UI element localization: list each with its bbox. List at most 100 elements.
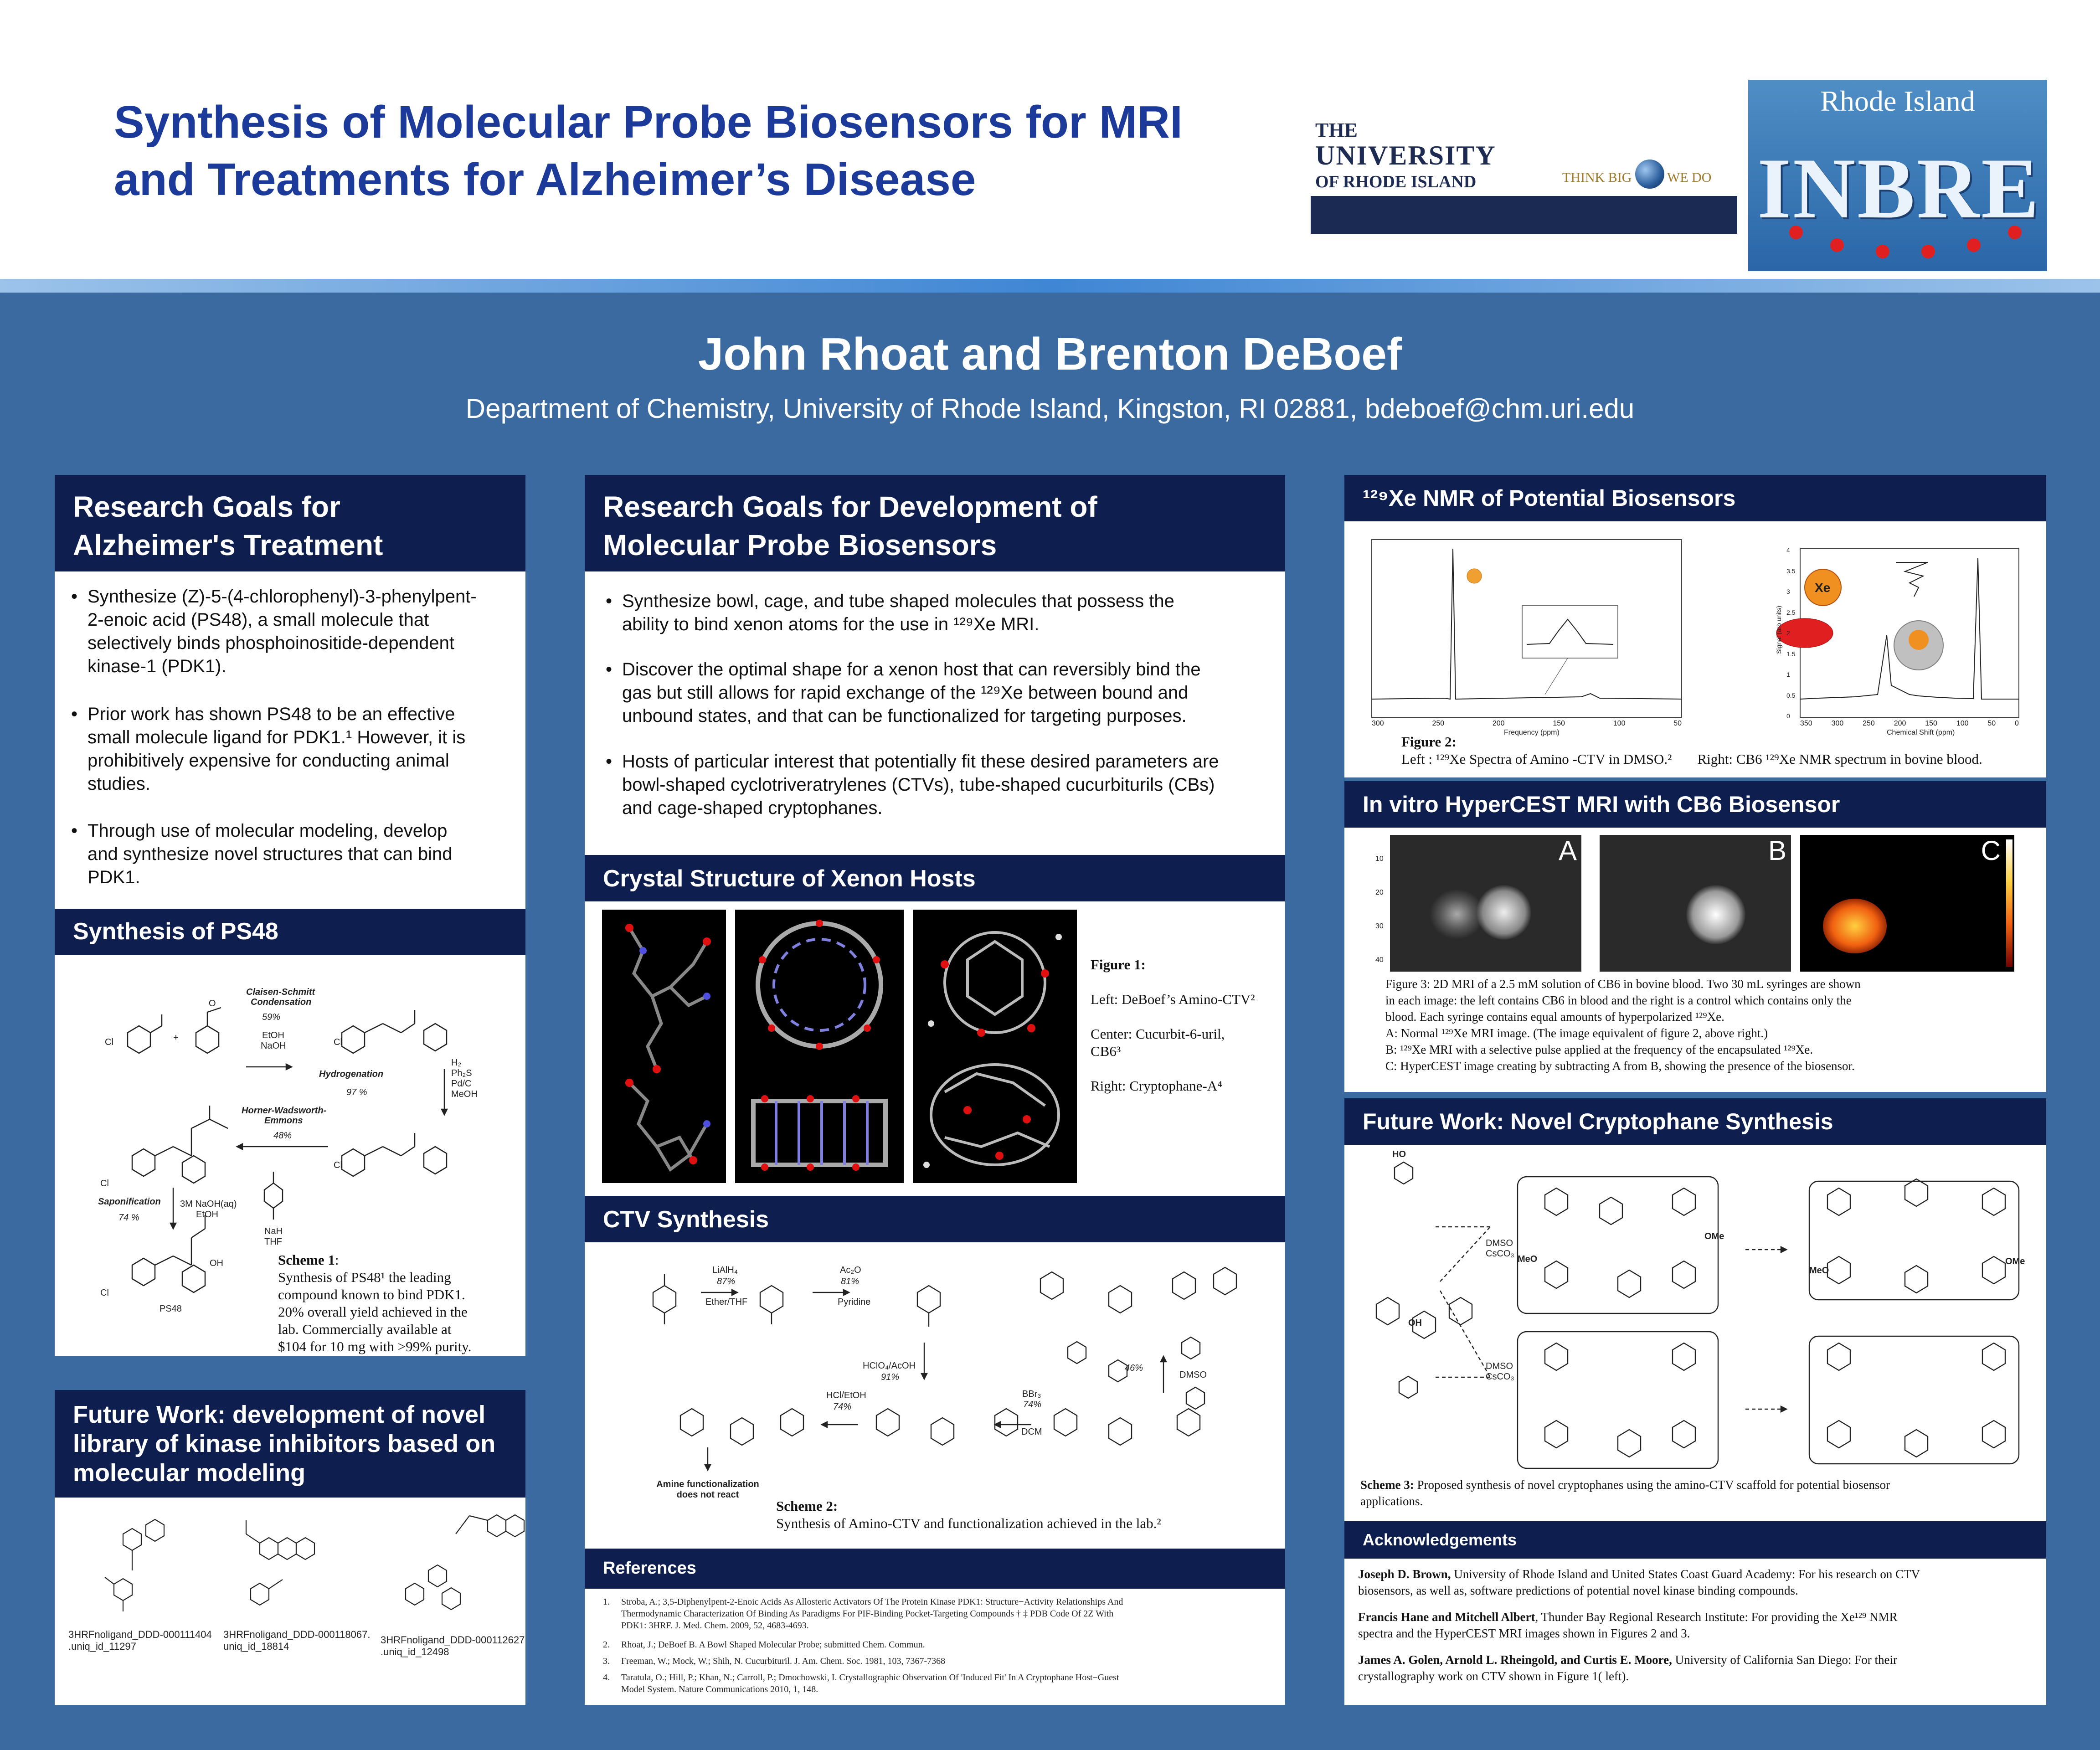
nmr-left-axis: 300 250 200 150 100 50 xyxy=(1372,720,1682,728)
syringe-signal xyxy=(1686,885,1745,944)
mri-image-a: A xyxy=(1390,835,1581,972)
heading-text: ¹²⁹Xe NMR of Potential Biosensors xyxy=(1363,485,1736,511)
step-label: Pd/C xyxy=(451,1079,472,1089)
figure2-caption: Figure 2: Left : ¹²⁹Xe Spectra of Amino … xyxy=(1401,733,2039,768)
ref-line: PDK1: 3HRF. J. Med. Chem. 2009, 52, 4683… xyxy=(621,1621,809,1631)
group-label: HO xyxy=(1392,1149,1406,1159)
bullet-line: small molecule ligand for PDK1.¹ However… xyxy=(88,727,466,747)
cryptophane-scheme-drawing xyxy=(1375,1161,2020,1469)
mri-image-c: C xyxy=(1800,835,2014,972)
heading-line: Molecular Probe Biosensors xyxy=(603,529,997,561)
header-accent-bar xyxy=(0,279,2100,293)
uri-logo-band xyxy=(1311,196,1737,234)
tick-label: 350 xyxy=(1800,720,1812,727)
bullet-line: selectively binds phosphoinositide-depen… xyxy=(88,633,454,653)
note-line: Amine functionalization xyxy=(656,1479,759,1489)
tick-label: 250 xyxy=(1863,720,1875,727)
inbre-word: INBRE xyxy=(1757,141,2041,237)
ack-item: Joseph D. Brown, University of Rhode Isl… xyxy=(1358,1566,2033,1599)
axis-label: Frequency (ppm) xyxy=(1504,729,1560,736)
bullet-dot: • xyxy=(71,704,78,724)
compound-2-label: 3HRFnoligand_DDD-000118067. uniq_id_1881… xyxy=(223,1629,370,1652)
solvent-label: Pyridine xyxy=(838,1297,871,1307)
affiliation: Department of Chemistry, University of R… xyxy=(465,393,1635,424)
col1-goals-heading: Research Goals for Alzheimer's Treatment xyxy=(55,475,525,571)
ctv-heading: CTV Synthesis xyxy=(585,1196,1285,1242)
tick-label: 2 xyxy=(1786,629,1790,637)
step-label: Horner-Wadsworth- xyxy=(242,1106,327,1116)
tick-label: 250 xyxy=(1432,720,1445,727)
heading-line: Research Goals for xyxy=(73,490,340,523)
uri-tagline-right: WE DO xyxy=(1667,170,1712,185)
step-label: 74 % xyxy=(118,1213,139,1223)
reference-item: 1. Stroba, A.; 3,5-Diphenylpent-2-Enoic … xyxy=(603,1596,1268,1632)
yield-label: 74% xyxy=(1023,1400,1042,1410)
figure1-caption: Figure 1: Left: DeBoef’s Amino-CTV² Cent… xyxy=(1091,956,1282,1095)
ack-text: University of California San Diego: For … xyxy=(1672,1653,1897,1667)
reference-item: 3. Freeman, W.; Mock, W.; Shih, N. Cucur… xyxy=(603,1655,1268,1667)
scheme-title: Scheme 2: xyxy=(776,1498,838,1514)
compound-uniq: uniq_id_18814 xyxy=(223,1641,289,1652)
o-label: O xyxy=(209,999,216,1009)
inbre-arc-text: Rhode Island xyxy=(1820,85,1975,117)
reagent-label: CsCO₃ xyxy=(1486,1372,1514,1382)
solvent-label: DCM xyxy=(1021,1427,1042,1437)
heading-line: library of kinase inhibitors based on xyxy=(73,1430,496,1457)
step-label: Emmons xyxy=(264,1116,303,1126)
cl-label: Cl xyxy=(100,1179,109,1189)
bullet-line: prohibitively expensive for conducting a… xyxy=(88,751,449,771)
caption-line: A: Normal ¹²⁹Xe MRI image. (The image eq… xyxy=(1385,1026,1768,1040)
heading-line: Research Goals for Development of xyxy=(603,490,1097,523)
bullet-line: Synthesize (Z)-5-(4-chlorophenyl)-3-phen… xyxy=(88,587,477,607)
amine-note: Amine functionalization does not react xyxy=(649,1479,767,1500)
step-label: NaH xyxy=(264,1226,283,1236)
bullet-line: gas but still allows for rapid exchange … xyxy=(622,683,1189,703)
reagent-label: LiAlH₄ xyxy=(712,1265,738,1275)
figure-title: Figure 2: xyxy=(1401,734,1457,750)
scheme-title: Scheme 1 xyxy=(278,1252,335,1268)
step-label: 59% xyxy=(262,1012,281,1022)
step-label: H₂ xyxy=(451,1058,462,1068)
tick-label: 20 xyxy=(1375,889,1384,896)
mri-y-ticks: 10 20 30 40 xyxy=(1375,855,1384,964)
cryptophane-molecule xyxy=(923,931,1062,1168)
figure3-caption: Figure 3: 2D MRI of a 2.5 mM solution of… xyxy=(1385,976,2033,1074)
tick-label: 0 xyxy=(1786,712,1790,720)
bullet-line: Through use of molecular modeling, devel… xyxy=(88,821,448,841)
axis-label: Chemical Shift (ppm) xyxy=(1887,729,1955,736)
tick-label: 50 xyxy=(1987,720,1996,727)
caption-line: Right: Cryptophane-A⁴ xyxy=(1091,1078,1222,1094)
ack-item: Francis Hane and Mitchell Albert, Thunde… xyxy=(1358,1609,2033,1642)
bullet-item: • Prior work has shown PS48 to be an eff… xyxy=(71,703,516,796)
inbre-logo: Rhode Island INBRE xyxy=(1748,80,2047,271)
tick-label: 50 xyxy=(1673,720,1682,727)
bullet-dot: • xyxy=(71,587,78,607)
tick-label: 0.5 xyxy=(1786,691,1796,699)
bullet-line: unbound states, and that can be function… xyxy=(622,706,1187,726)
tick-label: 3 xyxy=(1786,588,1790,595)
amino-ctv-crystal-image xyxy=(602,910,726,1183)
step-label: NaOH xyxy=(261,1041,286,1051)
hypercest-panel: A B C 10 20 30 40 Figure 3: 2D MRI of a … xyxy=(1344,828,2046,1092)
group-label: OH xyxy=(1408,1318,1422,1328)
caption-line: Center: Cucurbit-6-uril, xyxy=(1091,1026,1225,1042)
references-heading: References xyxy=(585,1549,1285,1589)
ack-name: Joseph D. Brown, xyxy=(1358,1567,1451,1581)
compound-id: 3HRFnoligand_DDD-000111404 xyxy=(68,1629,212,1640)
inbre-dot xyxy=(1830,238,1844,252)
cryptophane-heading: Future Work: Novel Cryptophane Synthesis xyxy=(1344,1098,2046,1145)
panel-label: A xyxy=(1558,835,1577,866)
tick-label: 200 xyxy=(1492,720,1505,727)
compound-uniq: .uniq_id_12498 xyxy=(381,1646,449,1657)
title-line-1: Synthesis of Molecular Probe Biosensors … xyxy=(114,97,1183,148)
heading-text: Acknowledgements xyxy=(1363,1530,1517,1549)
bullet-item: • Synthesize (Z)-5-(4-chlorophenyl)-3-ph… xyxy=(71,585,516,678)
ack-text: , Thunder Bay Regional Research Institut… xyxy=(1535,1610,1898,1624)
caption-line: compound known to bind PDK1. xyxy=(278,1287,465,1302)
biosensor-signal xyxy=(1823,899,1887,953)
caption-line: applications. xyxy=(1360,1494,1423,1508)
ctv-panel: LiAlH₄ 87% Ether/THF Ac₂O 81% Pyridine H… xyxy=(585,1242,1285,1549)
tick-label: 3.5 xyxy=(1786,567,1796,575)
caption-line: 20% overall yield achieved in the xyxy=(278,1304,468,1320)
cl-label: Cl xyxy=(105,1037,113,1047)
